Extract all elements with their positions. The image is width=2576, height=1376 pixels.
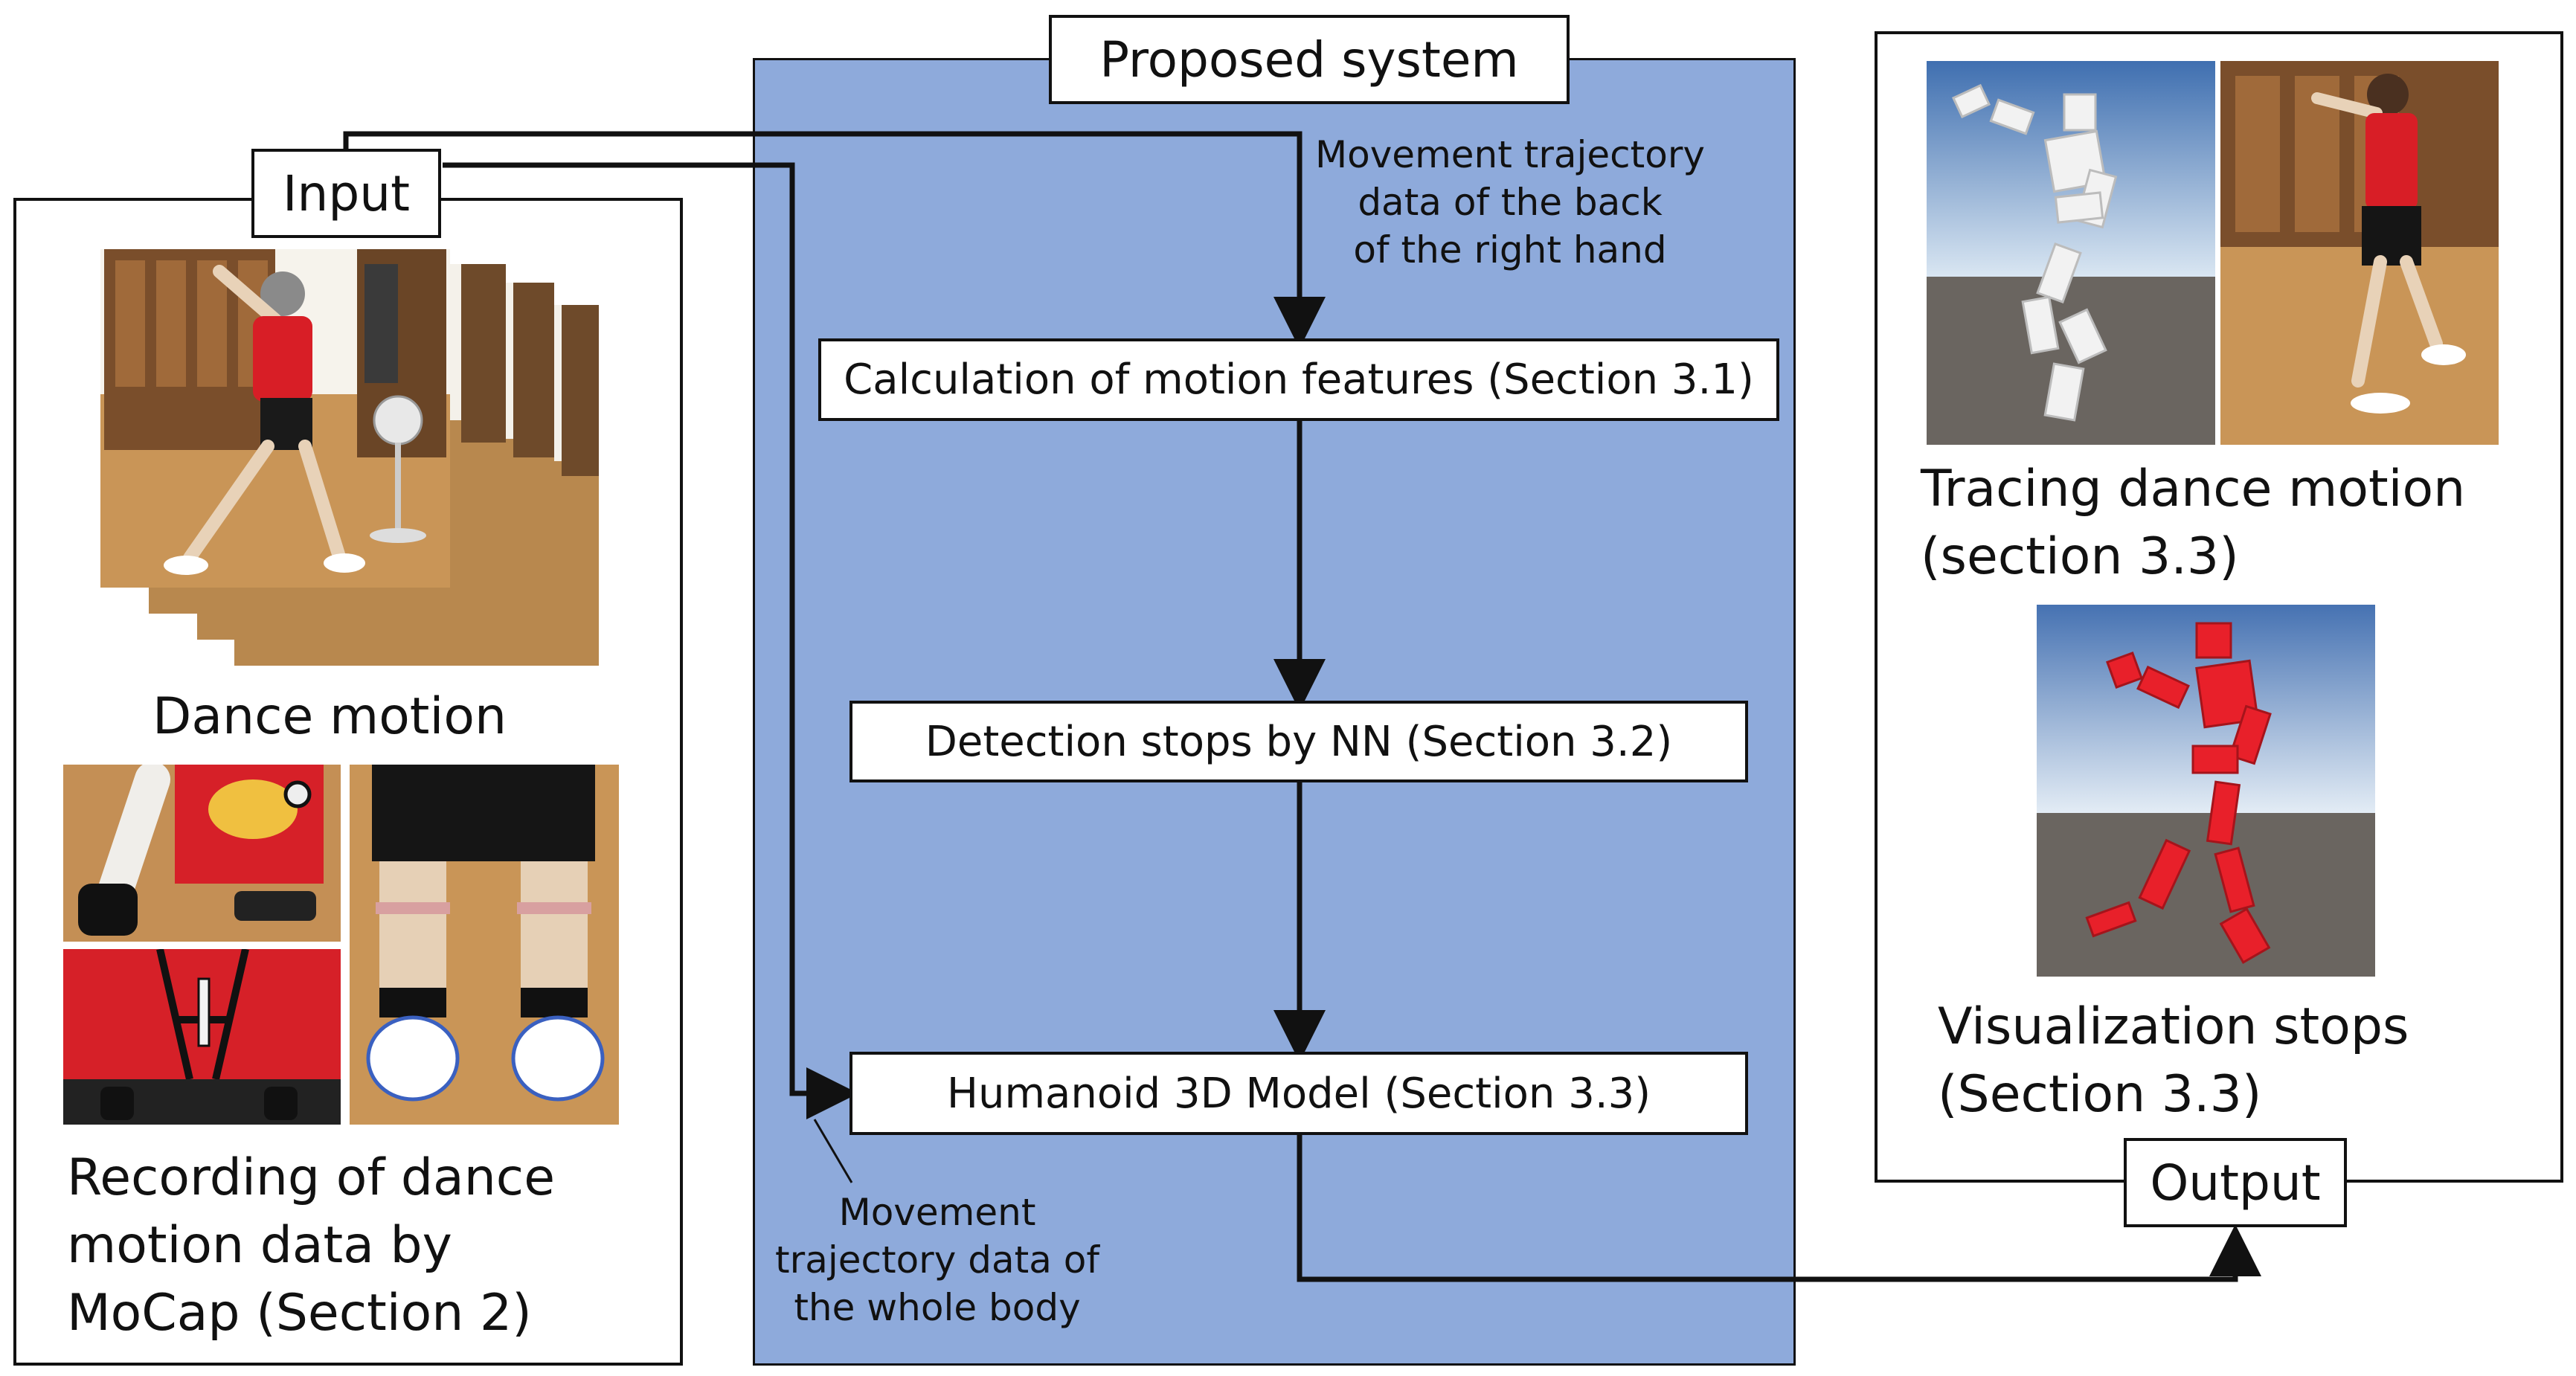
hand-trajectory-note-line-3: of the right hand bbox=[1353, 228, 1667, 271]
hand-trajectory-note: Movement trajectory data of the back of … bbox=[1294, 131, 1726, 274]
body-trajectory-note-line-3: the whole body bbox=[794, 1286, 1081, 1329]
input-label: Input bbox=[251, 149, 441, 238]
visualization-caption: Visualization stops (Section 3.3) bbox=[1938, 993, 2555, 1128]
step-humanoid-model: Humanoid 3D Model (Section 3.3) bbox=[849, 1052, 1748, 1135]
tracing-caption-line-1: Tracing dance motion bbox=[1921, 460, 2466, 518]
hand-trajectory-note-line-2: data of the back bbox=[1358, 181, 1663, 224]
visualization-caption-line-1: Visualization stops bbox=[1938, 997, 2409, 1056]
tracing-dancer-photo bbox=[2220, 61, 2499, 445]
dance-frames-illustration bbox=[100, 249, 599, 666]
recording-caption-line-2: motion data by bbox=[67, 1216, 452, 1275]
white-robot-illustration bbox=[1927, 61, 2215, 445]
arrow-hand-trajectory bbox=[343, 131, 1326, 349]
arrow-body-trajectory bbox=[443, 162, 858, 1119]
step-motion-features: Calculation of motion features (Section … bbox=[818, 338, 1779, 421]
proposed-system-label: Proposed system bbox=[1049, 15, 1570, 104]
frame-1 bbox=[100, 249, 450, 588]
mocap-photo-back bbox=[63, 949, 341, 1125]
mocap-photo-arm bbox=[63, 765, 341, 942]
arrow-model-to-output bbox=[1297, 1135, 2261, 1282]
visualization-caption-line-2: (Section 3.3) bbox=[1938, 1065, 2262, 1124]
red-robot-illustration bbox=[2037, 605, 2375, 977]
step-detection-stops: Detection stops by NN (Section 3.2) bbox=[849, 701, 1748, 782]
mocap-back-illustration bbox=[63, 949, 341, 1125]
mocap-arm-illustration bbox=[63, 765, 341, 942]
body-trajectory-note: Movement trajectory data of the whole bo… bbox=[766, 1189, 1108, 1331]
body-trajectory-leader-line bbox=[813, 1119, 853, 1183]
recording-caption-line-1: Recording of dance bbox=[67, 1148, 556, 1207]
mocap-legs-illustration bbox=[350, 765, 619, 1125]
recording-caption-line-3: MoCap (Section 2) bbox=[67, 1284, 532, 1343]
dance-motion-photo-stack bbox=[100, 249, 600, 667]
tracing-caption-line-2: (section 3.3) bbox=[1921, 527, 2239, 586]
recording-caption: Recording of dance motion data by MoCap … bbox=[67, 1144, 662, 1347]
tracing-caption: Tracing dance motion (section 3.3) bbox=[1921, 455, 2560, 591]
tracing-robot-render bbox=[1927, 61, 2215, 445]
body-trajectory-note-line-2: trajectory data of bbox=[775, 1238, 1099, 1282]
hand-trajectory-note-line-1: Movement trajectory bbox=[1314, 133, 1706, 176]
visualization-robot-render bbox=[2037, 605, 2375, 977]
dancer-side-illustration bbox=[2220, 61, 2499, 445]
output-label: Output bbox=[2124, 1138, 2347, 1227]
body-trajectory-note-line-1: Movement bbox=[838, 1191, 1036, 1234]
dance-motion-caption: Dance motion bbox=[152, 687, 507, 746]
mocap-photo-legs bbox=[350, 765, 619, 1125]
